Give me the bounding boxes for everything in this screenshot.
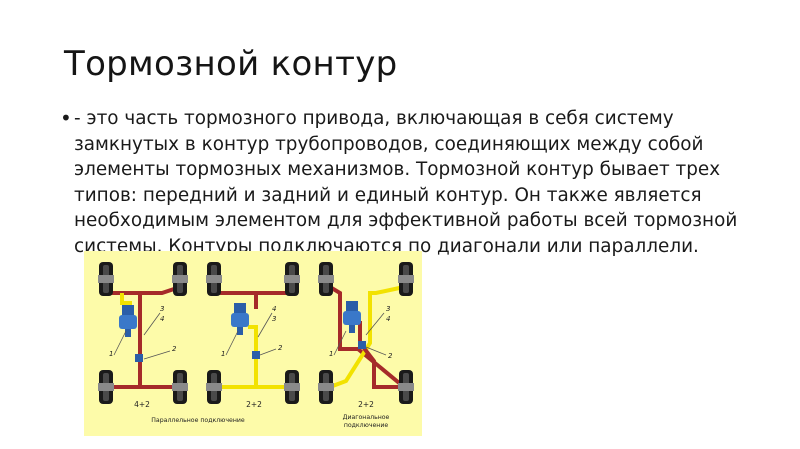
label-scheme3-n4: 2 <box>388 352 393 360</box>
pipe-yellow-diagonal <box>329 285 405 389</box>
label-scheme3-n2: 4 <box>386 315 390 323</box>
bullet-mark: • <box>60 106 72 130</box>
formula-scheme2: 2+2 <box>246 400 262 409</box>
formula-scheme3: 2+2 <box>358 400 374 409</box>
scheme-parallel-2-2 <box>206 262 300 404</box>
label-scheme1-n3: 1 <box>109 350 113 358</box>
label-scheme2-n1: 4 <box>272 305 276 313</box>
caption-diagonal-1: Диагональное <box>343 414 390 421</box>
caption-parallel: Параллельное подключение <box>151 417 245 424</box>
label-scheme2-n4: 2 <box>278 344 283 352</box>
label-scheme2-n2: 3 <box>272 315 276 323</box>
scheme-diagonal-2-2 <box>318 262 414 404</box>
regulator-2 <box>252 351 260 359</box>
label-scheme1-n1: 3 <box>160 305 164 313</box>
pipe-yellow-front <box>120 293 132 305</box>
pipe-red-diagonal <box>328 285 406 389</box>
label-scheme1-n2: 4 <box>160 315 164 323</box>
label-scheme3-n3: 1 <box>329 350 333 358</box>
label-scheme3-n1: 3 <box>386 305 390 313</box>
formula-scheme1: 4+2 <box>134 400 150 409</box>
scheme-parallel-4-2 <box>98 262 188 404</box>
body-text: - это часть тормозного привода, включающ… <box>74 108 738 257</box>
pipe-red-rear <box>110 293 180 389</box>
label-scheme1-n4: 2 <box>172 345 177 353</box>
pipe-red-front <box>108 285 181 295</box>
label-scheme2-n3: 1 <box>221 350 225 358</box>
pipe-red-front-2 <box>216 285 294 295</box>
caption-diagonal-2: подключение <box>344 422 389 429</box>
regulator-1 <box>135 354 143 362</box>
slide-title: Тормозной контур <box>64 44 398 84</box>
pipe-yellow-rear-2 <box>218 325 292 389</box>
brake-circuit-svg: 3 4 1 2 4 3 1 2 3 4 1 2 4+2 2+2 2+2 Пара… <box>98 262 414 429</box>
regulator-3 <box>358 341 366 349</box>
bullet-item: • - это часть тормозного привода, включа… <box>60 106 748 260</box>
brake-circuit-diagram: 3 4 1 2 4 3 1 2 3 4 1 2 4+2 2+2 2+2 Пара… <box>84 251 422 436</box>
